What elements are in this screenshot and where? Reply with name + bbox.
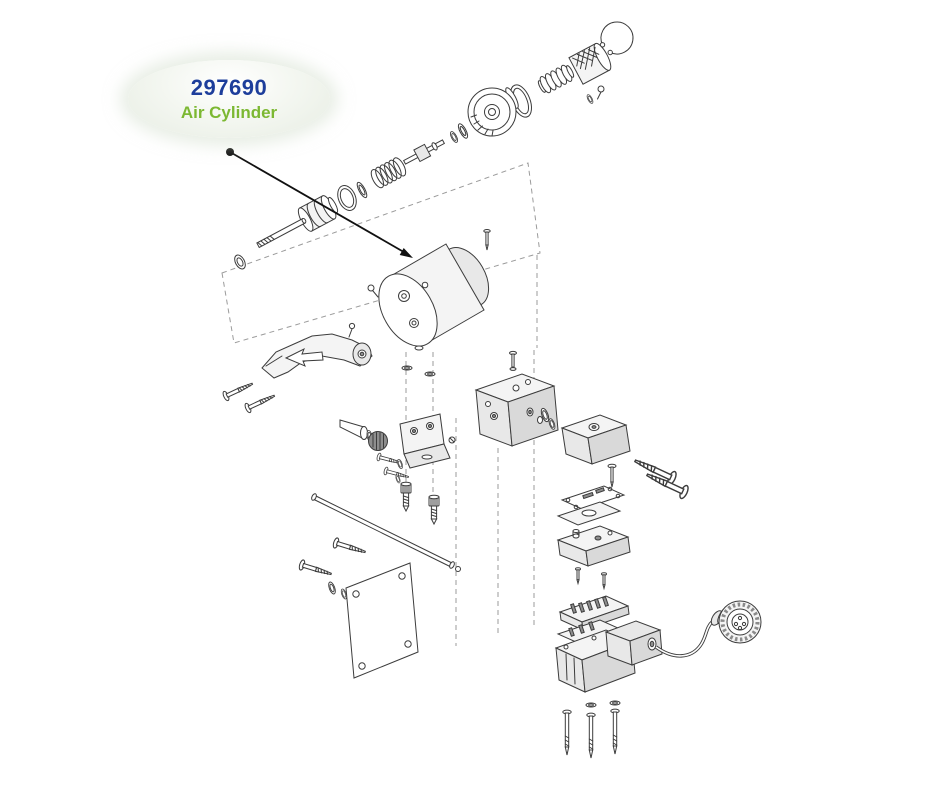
cone-pin-knob-drawing (339, 419, 388, 451)
block-screws-drawing (631, 453, 691, 501)
cylinder-side-screw-drawing (348, 284, 379, 338)
piston-head-drawing (297, 195, 339, 232)
manifold-block-drawing (474, 350, 559, 447)
direction-arrow-marker (284, 347, 324, 367)
rod-and-nut-drawing (402, 139, 446, 165)
part-callout-badge[interactable]: 297690 Air Cylinder (128, 60, 330, 138)
mounting-plate-drawing (345, 562, 419, 679)
air-cylinder-body-drawing[interactable] (367, 239, 498, 356)
spring-stack-drawing (537, 64, 575, 94)
knurled-cap-drawing (568, 42, 612, 85)
retaining-ring-drawing (599, 21, 634, 56)
tie-rod-drawing (311, 493, 461, 572)
valve-subbase-drawing (556, 525, 631, 589)
valve-block-drawing (560, 414, 631, 488)
bottom-screws-drawing (562, 700, 621, 759)
solenoid-valve-drawing (554, 595, 663, 693)
connector-plug-drawing (710, 600, 762, 644)
washers-small-drawing (448, 123, 469, 144)
callout-arrow (226, 148, 413, 258)
gasket-plates-drawing (556, 485, 626, 526)
part-number-label: 297690 (190, 75, 268, 100)
o-ring-small-drawing (337, 181, 368, 211)
mounting-bracket-drawing (399, 413, 456, 469)
clamp-arm-drawing (261, 333, 373, 379)
cylinder-screw-drawing (483, 229, 491, 251)
piston-pulley-drawing (467, 87, 519, 137)
cylinder-washers-drawing (401, 365, 436, 377)
cap-screw-small-drawing (585, 85, 605, 105)
cable-drawing (655, 619, 715, 658)
spring-drawing (370, 157, 407, 189)
shaft-nut-drawing (234, 254, 246, 270)
bracket-screws-drawing (375, 452, 410, 484)
part-name-label: Air Cylinder (180, 103, 278, 122)
clamp-screws-drawing (221, 378, 277, 414)
piston-shaft-drawing (256, 217, 307, 249)
